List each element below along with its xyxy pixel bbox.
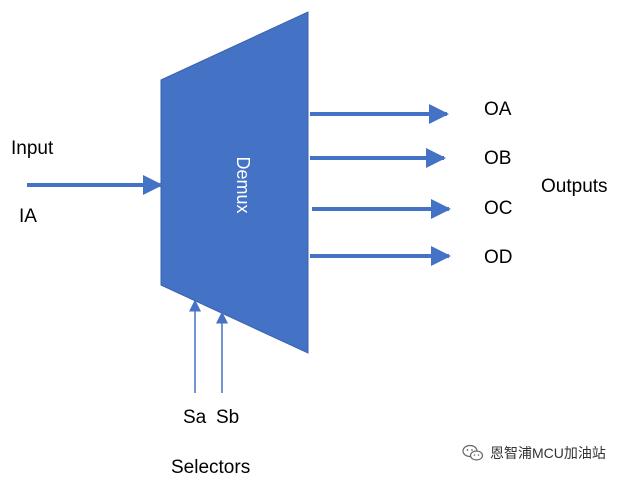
demux-block	[160, 11, 309, 354]
outputs-group-label: Outputs	[541, 176, 608, 197]
input-signal-label: IA	[19, 206, 37, 227]
demux-label: Demux	[233, 156, 253, 214]
input-label: Input	[11, 138, 54, 159]
wechat-icon	[462, 444, 484, 461]
output-label-od: OD	[484, 247, 513, 268]
output-label-oa: OA	[484, 99, 512, 120]
selector-label-sa: Sa	[183, 407, 207, 428]
output-label-ob: OB	[484, 148, 512, 169]
watermark-text: 恩智浦MCU加油站	[490, 445, 606, 461]
selector-label-sb: Sb	[216, 407, 240, 428]
output-label-oc: OC	[484, 198, 513, 219]
selectors-group-label: Selectors	[171, 457, 251, 478]
watermark: 恩智浦MCU加油站	[462, 443, 606, 463]
